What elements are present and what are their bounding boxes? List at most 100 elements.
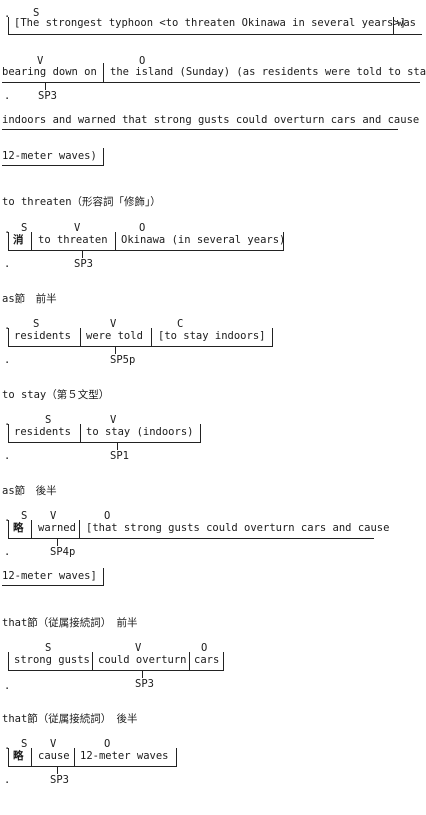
subject-phrase: residents xyxy=(14,426,71,438)
bracket-divider xyxy=(393,17,394,35)
bracket-divider xyxy=(79,520,80,539)
bracket-divider xyxy=(31,748,32,767)
bracket-underline xyxy=(8,250,284,251)
complement-phrase: [to stay indoors] xyxy=(158,330,266,342)
sentence-pattern: SP3 xyxy=(50,774,69,786)
bracket-divider xyxy=(103,568,104,586)
bracket-underline xyxy=(8,766,177,767)
bracket-divider xyxy=(57,766,58,774)
dot-marker: . xyxy=(4,354,11,366)
bracket-divider xyxy=(45,82,46,90)
bracket-underline xyxy=(8,346,273,347)
continuation-line: 12-meter waves] xyxy=(2,570,97,582)
subject-label: S xyxy=(33,7,40,19)
bracket-divider xyxy=(115,346,116,354)
bracket-divider xyxy=(103,63,104,83)
object-phrase: cars xyxy=(194,654,220,666)
verb-phrase: to threaten xyxy=(38,234,108,246)
bracket-divider xyxy=(31,232,32,251)
dot-marker: . xyxy=(4,258,11,270)
object-phrase: [that strong gusts could overturn cars a… xyxy=(86,522,390,534)
verb-label: V xyxy=(50,738,57,750)
bracket-divider xyxy=(272,328,273,347)
bracket-divider xyxy=(142,670,143,678)
verb-label: V xyxy=(50,510,57,522)
bracket-divider xyxy=(92,652,93,671)
bracket-divider xyxy=(8,232,9,251)
omitted-marker: 略 xyxy=(13,522,24,534)
main-subject-phrase: [The strongest typhoon <to threaten Okin… xyxy=(14,17,406,29)
bracket-divider xyxy=(8,652,9,671)
bracket-divider xyxy=(8,424,9,443)
subject-label: S xyxy=(45,414,52,426)
sentence-pattern: SP3 xyxy=(135,678,154,690)
sentence-pattern: SP1 xyxy=(110,450,129,462)
object-label: O xyxy=(139,55,146,67)
subject-label: S xyxy=(45,642,52,654)
verb-phrase: to stay (indoors) xyxy=(86,426,194,438)
subject-label: S xyxy=(33,318,40,330)
bracket-underline xyxy=(2,585,104,586)
bracket-underline xyxy=(2,82,420,83)
dot-marker: . xyxy=(4,450,11,462)
object-phrase: 12-meter waves xyxy=(80,750,169,762)
verb-label: V xyxy=(110,414,117,426)
sentence-pattern: SP5p xyxy=(110,354,136,366)
bracket-underline xyxy=(8,538,374,539)
bracket-divider xyxy=(57,538,58,546)
section-heading: to stay（第５文型） xyxy=(2,389,110,401)
bracket-divider xyxy=(82,250,83,258)
bracket-underline xyxy=(2,129,398,130)
verb-label: V xyxy=(110,318,117,330)
verb-phrase: could overturn xyxy=(98,654,187,666)
main-object-phrase: the island (Sunday) (as residents were t… xyxy=(110,66,426,78)
dot-marker: . xyxy=(4,512,11,524)
section-heading: to threaten（形容詞「修飾」） xyxy=(2,196,161,208)
section-heading: that節（従属接続詞） 前半 xyxy=(2,617,138,629)
bracket-divider xyxy=(283,232,284,251)
dot-marker: . xyxy=(4,740,11,752)
dot-marker: . xyxy=(4,546,11,558)
section-heading: that節（従属接続詞） 後半 xyxy=(2,713,138,725)
bracket-divider xyxy=(151,328,152,347)
object-phrase: Okinawa (in several years) xyxy=(121,234,286,246)
sentence-pattern: SP3 xyxy=(38,90,57,102)
object-label: O xyxy=(104,738,111,750)
sentence-pattern: SP4p xyxy=(50,546,76,558)
main-verb-phrase: bearing down on xyxy=(2,66,97,78)
bracket-divider xyxy=(117,442,118,450)
bracket-divider xyxy=(8,520,9,539)
bracket-underline xyxy=(8,34,422,35)
verb-label: V xyxy=(135,642,142,654)
dot-marker: . xyxy=(4,774,11,786)
dot-marker: . xyxy=(4,90,11,102)
bracket-divider xyxy=(103,148,104,166)
main-verb-was: was xyxy=(397,17,416,29)
verb-phrase: were told xyxy=(86,330,143,342)
bracket-divider xyxy=(80,424,81,443)
sentence-pattern: SP3 xyxy=(74,258,93,270)
subject-phrase: strong gusts xyxy=(14,654,90,666)
bracket-divider xyxy=(31,520,32,539)
bracket-divider xyxy=(200,424,201,443)
object-label: O xyxy=(139,222,146,234)
dot-marker: . xyxy=(4,416,11,428)
bracket-divider xyxy=(8,748,9,767)
verb-label: V xyxy=(37,55,44,67)
bracket-divider xyxy=(8,328,9,347)
subject-label: S xyxy=(21,738,28,750)
section-heading: as節 前半 xyxy=(2,293,57,305)
omitted-marker: 消 xyxy=(13,234,24,246)
object-label: O xyxy=(201,642,208,654)
dot-marker: . xyxy=(4,320,11,332)
dot-marker: . xyxy=(4,680,11,692)
subject-label: S xyxy=(21,222,28,234)
section-heading: as節 後半 xyxy=(2,485,57,497)
bracket-divider xyxy=(176,748,177,767)
verb-phrase: cause xyxy=(38,750,70,762)
complement-label: C xyxy=(177,318,184,330)
dot-marker: . xyxy=(4,8,11,20)
subject-label: S xyxy=(21,510,28,522)
bracket-underline xyxy=(8,670,224,671)
